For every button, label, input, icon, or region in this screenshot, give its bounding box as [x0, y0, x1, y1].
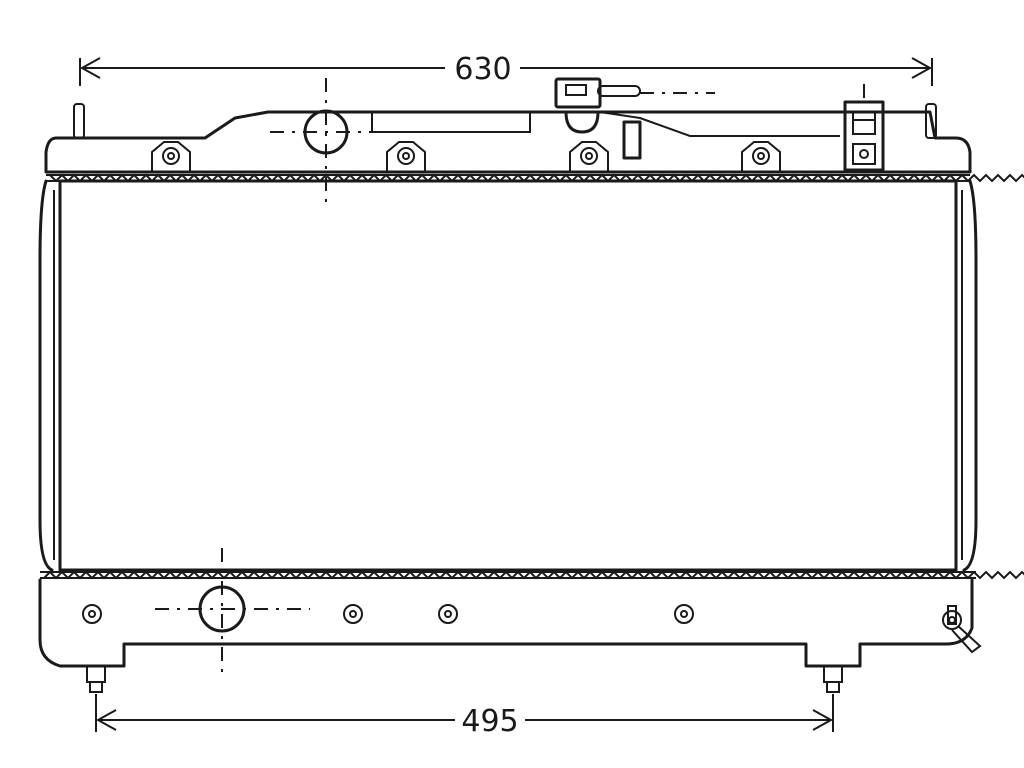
radiator-core	[38, 179, 978, 572]
bottom-outlet-pipe	[155, 548, 310, 675]
filler-neck	[554, 77, 715, 160]
bottom-tank	[38, 570, 1024, 668]
bottom-mounting-pins	[86, 665, 843, 693]
top-tank-bosses	[151, 141, 781, 172]
bottom-dimension: 495	[95, 694, 834, 739]
top-dimension: 630	[79, 52, 933, 87]
bottom-width-label: 495	[461, 704, 518, 739]
sensor-block	[843, 84, 885, 172]
top-width-label: 630	[454, 52, 511, 87]
top-inlet-pipe	[270, 78, 395, 206]
bottom-tank-bosses	[82, 604, 694, 624]
drain-plug	[942, 605, 982, 654]
